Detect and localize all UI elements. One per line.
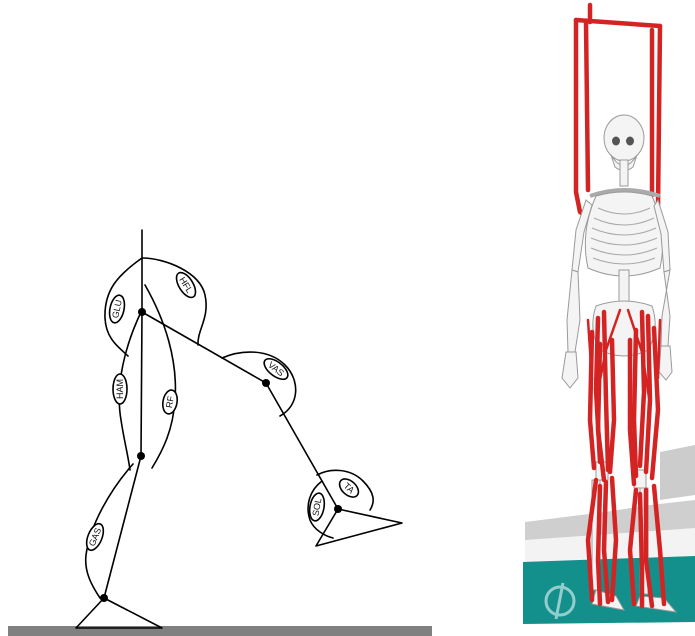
right-hand [659,346,672,380]
cervical-spine [620,160,628,186]
support-frame [576,5,660,220]
stance-thigh [141,312,142,456]
stance-knee-joint [137,452,145,460]
muscle-label-ham: HAM [115,379,125,399]
swing-thigh [142,312,266,383]
swing-shank [266,383,338,509]
left-eye-socket [612,137,620,146]
right-forearm [661,270,670,346]
muscle-ham: HAM [113,374,127,404]
muscle-rf-path [145,285,175,468]
swing-foot [316,509,402,546]
muscle-label-rf: RF [164,395,176,409]
swing-ankle-joint [334,505,342,513]
rib-cage [585,192,662,276]
left-hand [562,352,578,388]
muscle-vas-path [222,352,296,416]
floor-tile-grey-upper [660,445,695,500]
schematic-model: HFL GLU VAS HAM RF TA SOL GAS [8,230,432,636]
rendered-model [523,5,695,624]
right-eye-socket [626,137,634,146]
swing-knee-joint [262,379,270,387]
skull [604,115,644,161]
muscle-vas: VAS [261,355,292,383]
stance-ankle-joint [100,594,108,602]
stance-foot [76,598,162,628]
ground-bar [8,626,432,636]
muscle-hfl: HFL [173,269,200,300]
muscle-glu: GLU [107,294,127,324]
lumbar-spine [619,270,629,302]
muscle-hfl-path [142,258,206,345]
muscle-ta: TA [336,475,362,500]
muscle-rf: RF [161,389,179,415]
left-forearm [567,270,580,352]
muscle-gas: GAS [83,521,106,552]
